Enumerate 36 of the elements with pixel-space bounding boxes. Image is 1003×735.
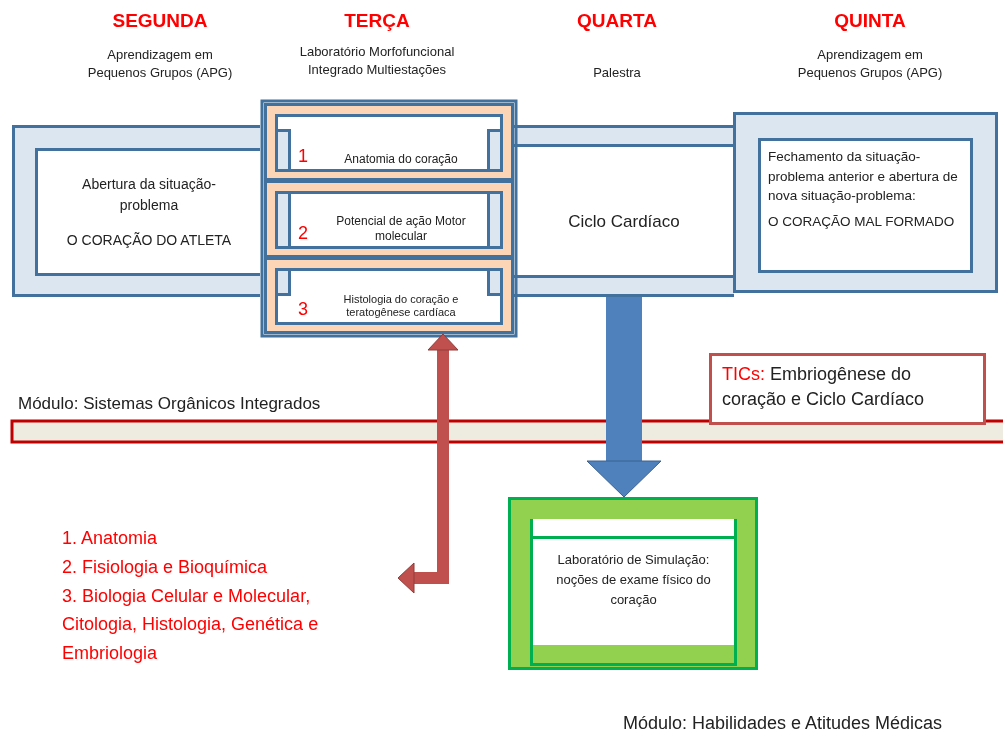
lab-frame: [508, 497, 758, 670]
arrow: [397, 333, 459, 594]
case-title: O CORAÇÃO MAL FORMADO: [768, 212, 956, 231]
day-heading: TERÇA: [343, 9, 411, 33]
station-box: [264, 257, 514, 334]
day-heading: QUARTA: [576, 9, 658, 33]
day-heading: SEGUNDA: [111, 9, 209, 33]
session-description: Fechamento da situação-problema anterior e abertura de nova situação-problema:: [768, 148, 959, 206]
activity-title: Laboratório Morfofuncional Integrado Multiestações: [298, 43, 456, 79]
discipline-item: 2. Fisiologia e Bioquímica: [62, 555, 269, 579]
arrow: [586, 297, 662, 498]
station-box: [264, 180, 514, 258]
session-topic: Ciclo Cardíaco: [567, 212, 681, 232]
station-topic: Histologia do coração e teratogênese cardíaca: [342, 292, 460, 320]
station-number: 3: [298, 299, 308, 320]
day-heading: QUINTA: [833, 9, 907, 33]
module-title: Módulo: Sistemas Orgânicos Integrados: [18, 394, 348, 418]
session-panel: [514, 125, 734, 297]
activity-title: Aprendizagem em Pequenos Grupos (APG): [796, 46, 944, 82]
session-description: Abertura da situação-problema: [81, 174, 217, 215]
activity-title: Aprendizagem em Pequenos Grupos (APG): [86, 46, 234, 82]
discipline-item: 1. Anatomia: [62, 527, 159, 550]
session-frame: [733, 112, 998, 293]
module-title: Módulo: Habilidades e Atitudes Médicas: [621, 712, 944, 735]
lab-description: Laboratório de Simulação: noções de exame físico do coração: [555, 551, 712, 610]
session-frame: [12, 125, 260, 297]
note-text: TICs: Embriogênese do coração e Ciclo Cardíaco: [722, 363, 926, 412]
note-box: [709, 353, 986, 425]
station-number: 1: [298, 146, 308, 167]
case-title: O CORAÇÃO DO ATLETA: [66, 230, 232, 250]
activity-title: Palestra: [592, 64, 642, 82]
station-box: [264, 103, 514, 181]
station-number: 2: [298, 223, 308, 244]
discipline-item: 3. Biologia Celular e Molecular, Citologia, Histologia, Genética e Embriologia: [62, 584, 320, 666]
station-topic: Anatomia do coração: [343, 152, 459, 167]
station-topic: Potencial de ação Motor molecular: [335, 214, 467, 244]
